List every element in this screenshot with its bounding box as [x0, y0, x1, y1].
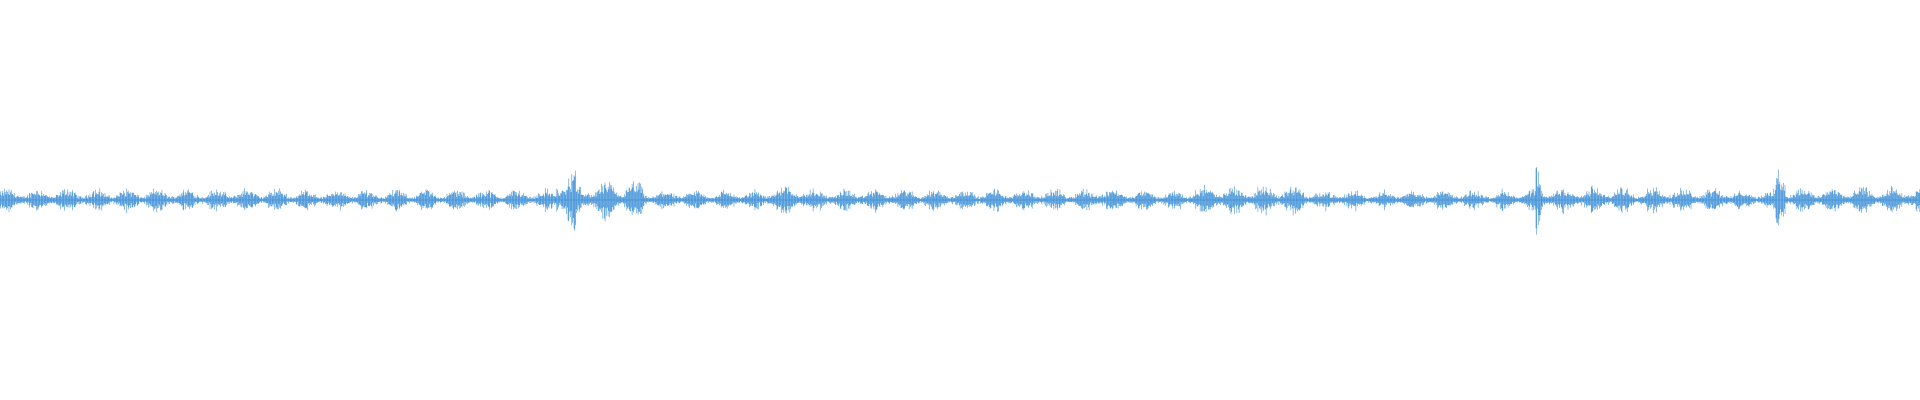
waveform-segment — [0, 188, 288, 214]
waveform-segment — [1094, 190, 1114, 210]
waveform-segment — [1785, 185, 1920, 213]
waveform-segment — [585, 181, 643, 222]
waveform-segment — [1775, 169, 1786, 226]
waveform-segment — [767, 186, 807, 214]
waveform-segment — [1727, 188, 1776, 210]
waveform-segment — [642, 189, 768, 210]
waveform-segment — [556, 170, 576, 231]
waveform-segment — [575, 186, 586, 213]
waveform-segment — [1541, 185, 1729, 214]
waveform-segment — [1113, 190, 1191, 210]
waveform-segment — [1535, 167, 1542, 235]
waveform-segment — [806, 188, 1094, 213]
waveform-segment — [1190, 184, 1306, 216]
waveform-segment — [1305, 188, 1537, 212]
waveform-segment — [287, 188, 557, 212]
